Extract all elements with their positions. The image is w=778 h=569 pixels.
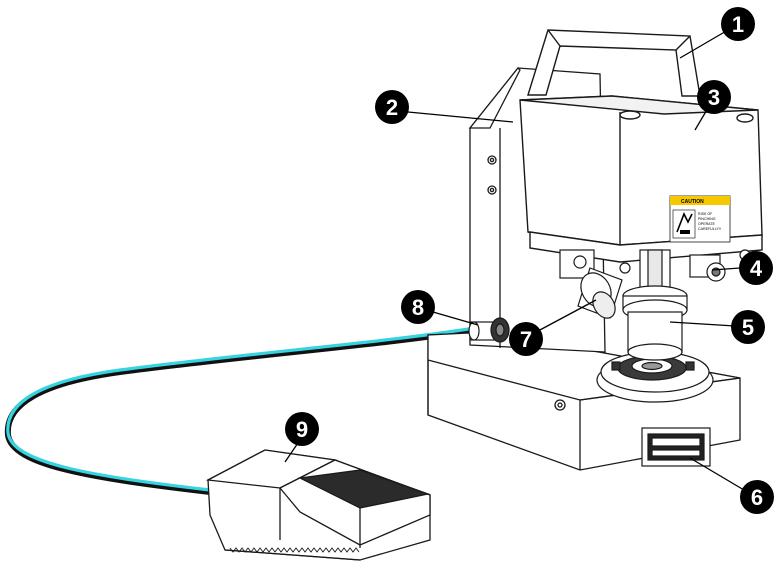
cable-connector bbox=[468, 317, 510, 343]
angled-fitting bbox=[577, 267, 623, 319]
callout-5: 5 bbox=[731, 310, 765, 344]
pinch-hazard-icon bbox=[672, 209, 696, 239]
callout-7: 7 bbox=[509, 322, 543, 356]
svg-text:8: 8 bbox=[412, 295, 424, 320]
callout-9: 9 bbox=[285, 412, 319, 446]
callout-6: 6 bbox=[740, 480, 774, 514]
carry-handle bbox=[527, 29, 701, 97]
base-lever bbox=[641, 427, 711, 467]
callout-2: 2 bbox=[375, 90, 409, 124]
caution-heading: CAUTION bbox=[681, 199, 704, 205]
pedal-cable bbox=[4, 326, 478, 495]
caution-line-1: RISK OF bbox=[698, 212, 713, 216]
caution-line-4: CAREFULLY!! bbox=[698, 227, 721, 231]
foot-pedal bbox=[205, 449, 431, 561]
svg-text:7: 7 bbox=[520, 327, 532, 352]
callout-3: 3 bbox=[697, 80, 731, 114]
svg-text:4: 4 bbox=[750, 256, 763, 281]
svg-text:3: 3 bbox=[708, 85, 720, 110]
die-turret bbox=[596, 351, 714, 403]
svg-text:2: 2 bbox=[386, 95, 398, 120]
svg-text:5: 5 bbox=[742, 315, 754, 340]
caution-line-3: OPERATE bbox=[698, 222, 716, 226]
caution-label: CAUTION RISK OF PINCHING OPERATE CAREFUL… bbox=[669, 195, 731, 243]
caution-line-2: PINCHING bbox=[698, 217, 716, 221]
callout-8: 8 bbox=[401, 290, 435, 324]
callout-1: 1 bbox=[721, 7, 755, 41]
callout-4: 4 bbox=[739, 251, 773, 285]
leader-lines bbox=[284, 29, 745, 491]
svg-text:1: 1 bbox=[732, 12, 744, 37]
svg-text:9: 9 bbox=[296, 417, 308, 442]
svg-text:6: 6 bbox=[751, 485, 763, 510]
ram-assembly bbox=[559, 249, 751, 361]
